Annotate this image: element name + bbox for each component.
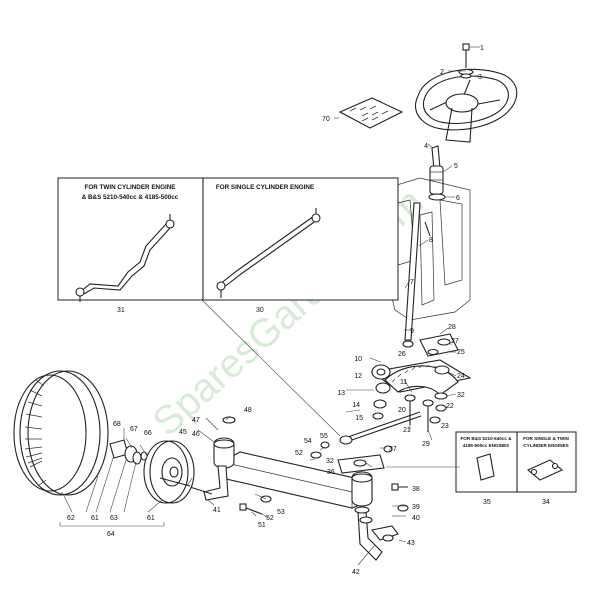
- bracket-inset: FOR B&S 5210-540cc & 4185-500cc ENGINES …: [455, 431, 577, 493]
- callout-7: 7: [410, 279, 414, 286]
- bs-engine-title: FOR B&S 5210-540cc &: [460, 436, 512, 441]
- callout-61-right: 61: [147, 515, 155, 522]
- callout-53: 53: [277, 509, 285, 516]
- callout-1: 1: [480, 45, 484, 52]
- callout-22: 22: [446, 403, 454, 410]
- steering-wheel: [414, 68, 518, 143]
- callout-37: 37: [389, 446, 397, 453]
- callout-67: 67: [130, 426, 138, 433]
- shaft-pin: [424, 221, 431, 237]
- wheel-rim: [143, 440, 195, 504]
- callout-28: 28: [448, 324, 456, 331]
- callout-13: 13: [337, 390, 345, 397]
- callout-15: 15: [355, 415, 363, 422]
- tie-rod-inset: FOR TWIN CYLINDER ENGINE & B&S 5210-540c…: [57, 177, 399, 302]
- callout-55: 55: [320, 433, 328, 440]
- callout-42: 42: [352, 569, 360, 576]
- callout-62: 62: [67, 515, 75, 522]
- callout-26: 26: [398, 351, 406, 358]
- callout-21: 21: [403, 427, 411, 434]
- callout-29: 29: [422, 441, 430, 448]
- callout-11: 11: [400, 379, 407, 386]
- spindle-right: [354, 506, 399, 561]
- spindle-left: [189, 465, 229, 501]
- callout-9: 9: [410, 328, 414, 335]
- axle-bolts: [222, 416, 409, 515]
- callout-51: 51: [258, 522, 266, 529]
- callout-32-lower: 32: [326, 458, 334, 465]
- callout-2: 2: [440, 69, 444, 76]
- callout-27: 27: [451, 338, 459, 345]
- callout-68: 68: [113, 421, 121, 428]
- callout-70: 70: [322, 116, 330, 123]
- callout-24: 24: [457, 373, 465, 380]
- callout-10: 10: [354, 356, 362, 363]
- callout-labels: 1 2 3 4 5 6 7 8 9 10 11 12 13 14 15 20 2…: [67, 45, 550, 576]
- callout-30: 30: [256, 307, 264, 314]
- callout-35: 35: [483, 499, 491, 506]
- callout-12: 12: [354, 373, 362, 380]
- steering-shaft: [402, 202, 421, 348]
- callout-47: 47: [192, 417, 200, 424]
- callout-31: 31: [117, 307, 125, 314]
- callout-64: 64: [107, 531, 115, 538]
- steering-wheel-bolt: [458, 43, 474, 79]
- callout-41: 41: [213, 507, 221, 514]
- steering-sector-assembly: [370, 333, 472, 432]
- drag-link: [339, 411, 422, 445]
- front-axle: [213, 437, 385, 509]
- callout-4: 4: [424, 143, 428, 150]
- hub-parts: [109, 439, 191, 487]
- callout-38: 38: [412, 486, 420, 493]
- callout-8: 8: [429, 237, 433, 244]
- callout-61-left: 61: [91, 515, 99, 522]
- steering-column-top: [428, 145, 446, 201]
- callout-20: 20: [398, 407, 406, 414]
- decal-kit: [338, 97, 404, 129]
- callout-63: 63: [110, 515, 118, 522]
- callout-25: 25: [457, 349, 465, 356]
- callout-48: 48: [244, 407, 252, 414]
- leader-lines: [59, 46, 480, 566]
- callout-36: 36: [327, 469, 335, 476]
- callout-3: 3: [478, 74, 482, 81]
- single-twin-subtitle: CYLINDER ENGINES: [523, 443, 568, 448]
- callout-34: 34: [542, 499, 550, 506]
- callout-46: 46: [192, 431, 200, 438]
- callout-52-bottom: 52: [266, 515, 274, 522]
- single-engine-title: FOR SINGLE CYLINDER ENGINE: [216, 184, 314, 191]
- callout-23: 23: [441, 423, 449, 430]
- callout-66: 66: [144, 430, 152, 437]
- callout-14: 14: [352, 402, 360, 409]
- callout-52-upper: 52: [295, 450, 303, 457]
- callout-39: 39: [412, 504, 420, 511]
- callout-43: 43: [407, 540, 415, 547]
- single-twin-title: FOR SINGLE & TWIN: [523, 436, 569, 441]
- callout-45: 45: [179, 429, 187, 436]
- twin-engine-title: FOR TWIN CYLINDER ENGINE: [85, 184, 176, 191]
- callout-6: 6: [456, 195, 460, 202]
- twin-engine-subtitle: & B&S 5210-540cc & 4185-500cc: [82, 194, 179, 201]
- bs-engine-subtitle: 4185-500cc ENGINES: [463, 443, 509, 448]
- callout-40: 40: [412, 515, 420, 522]
- callout-32-upper: 32: [457, 392, 465, 399]
- callout-5: 5: [454, 163, 458, 170]
- callout-54: 54: [304, 438, 312, 445]
- front-tire: [13, 370, 109, 496]
